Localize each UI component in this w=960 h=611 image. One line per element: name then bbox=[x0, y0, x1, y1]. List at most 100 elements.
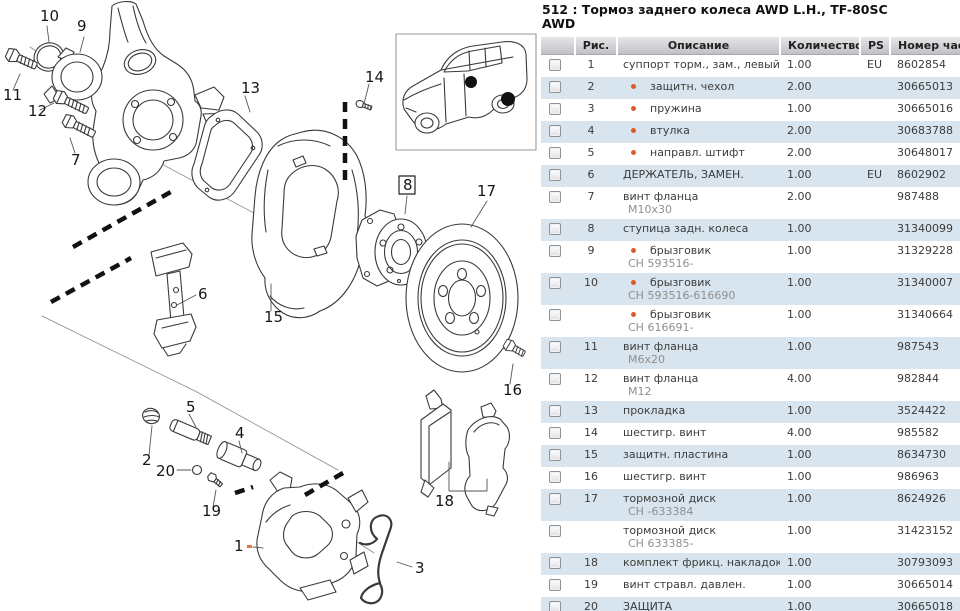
part-label-17: 17 bbox=[477, 182, 496, 200]
row-ps bbox=[860, 143, 890, 165]
location-dot bbox=[501, 92, 515, 106]
row-checkbox[interactable] bbox=[549, 244, 561, 257]
row-qty: 1.00 bbox=[787, 403, 812, 417]
row-description-sub: CH 593516-616690 bbox=[628, 288, 736, 302]
screw-part-14 bbox=[355, 99, 373, 111]
table-row: 9 брызговик CH 593516- 1.00 31329228 bbox=[541, 240, 960, 273]
gasket-part-13 bbox=[191, 109, 263, 201]
header-checkbox-col bbox=[541, 37, 575, 55]
row-checkbox[interactable] bbox=[549, 168, 561, 181]
row-checkbox[interactable] bbox=[549, 404, 561, 417]
row-ps bbox=[860, 77, 890, 99]
bleed-screw-part-19 bbox=[207, 472, 224, 488]
row-qty: 1.00 bbox=[787, 577, 812, 591]
brake-pads-part-18 bbox=[420, 389, 510, 517]
row-checkbox[interactable] bbox=[549, 308, 561, 321]
part-label-9: 9 bbox=[77, 17, 87, 35]
row-checkbox[interactable] bbox=[549, 426, 561, 439]
clamp-part-9 bbox=[43, 47, 103, 104]
table-row: 14 шестигр. винт 4.00 985582 bbox=[541, 422, 960, 445]
row-ps: EU bbox=[867, 57, 883, 71]
row-checkbox[interactable] bbox=[549, 470, 561, 483]
header-qty: Количество bbox=[779, 37, 860, 55]
row-description: защитн. пластина bbox=[623, 447, 729, 461]
row-description-sub: M12 bbox=[628, 384, 652, 398]
row-description: шестигр. винт bbox=[623, 469, 707, 483]
row-description-sub: CH 593516- bbox=[628, 256, 694, 270]
row-fig: 10 bbox=[584, 275, 598, 289]
bolt-part-11 bbox=[4, 47, 38, 70]
row-description: пружина bbox=[650, 101, 702, 115]
row-ps bbox=[860, 273, 890, 305]
part-label-19: 19 bbox=[202, 502, 221, 520]
part-label-16: 16 bbox=[503, 381, 522, 399]
part-label-8: 8 bbox=[403, 176, 413, 194]
leader-lines bbox=[12, 25, 514, 568]
row-checkbox[interactable] bbox=[549, 146, 561, 159]
row-fig bbox=[575, 305, 617, 337]
row-description: прокладка bbox=[623, 403, 686, 417]
row-checkbox[interactable] bbox=[549, 448, 561, 461]
row-description: ДЕРЖАТЕЛЬ, ЗАМЕН. bbox=[623, 167, 744, 181]
row-checkbox[interactable] bbox=[549, 222, 561, 235]
row-fig: 13 bbox=[584, 403, 598, 417]
bullet-icon bbox=[631, 149, 636, 155]
row-part: 30665016 bbox=[897, 101, 953, 115]
part-label-10: 10 bbox=[40, 7, 59, 25]
table-row: 18 комплект фрикц. накладок 1.00 3079309… bbox=[541, 552, 960, 575]
cap-part-2 bbox=[142, 407, 160, 425]
row-checkbox[interactable] bbox=[549, 524, 561, 537]
row-description: суппорт торм., зам., левый bbox=[623, 57, 780, 71]
table-header-row: Рис. Описание Количество PS Номер час bbox=[541, 37, 960, 55]
axis-dashed-lines bbox=[49, 102, 348, 497]
row-description: защитн. чехол bbox=[650, 79, 735, 93]
row-ps bbox=[860, 423, 890, 445]
row-checkbox[interactable] bbox=[549, 372, 561, 385]
table-row: 2 защитн. чехол 2.00 30665013 bbox=[541, 76, 960, 99]
row-part: 31340007 bbox=[897, 275, 953, 289]
row-qty: 1.00 bbox=[787, 221, 812, 235]
row-part: 30648017 bbox=[897, 145, 953, 159]
row-description: ступица задн. колеса bbox=[623, 221, 749, 235]
row-fig: 9 bbox=[587, 243, 595, 257]
row-checkbox[interactable] bbox=[549, 340, 561, 353]
row-qty: 2.00 bbox=[787, 123, 812, 137]
parts-table-body: 1 суппорт торм., зам., левый 1.00 EU 860… bbox=[541, 54, 960, 611]
row-qty: 1.00 bbox=[787, 491, 812, 505]
row-description-sub: CH 633385- bbox=[628, 536, 694, 550]
row-description: брызговик bbox=[650, 243, 712, 257]
row-description-sub: M10x30 bbox=[628, 202, 672, 216]
row-ps bbox=[860, 369, 890, 401]
row-checkbox[interactable] bbox=[549, 556, 561, 569]
part-label-1: 1 bbox=[234, 537, 244, 555]
header-desc: Описание bbox=[616, 37, 780, 55]
table-row: брызговик CH 616691- 1.00 31340664 bbox=[541, 304, 960, 337]
row-part: 30665018 bbox=[897, 599, 953, 611]
carrier-part-6 bbox=[150, 242, 197, 357]
row-fig: 12 bbox=[584, 371, 598, 385]
row-qty: 1.00 bbox=[787, 275, 812, 289]
row-part: 8624926 bbox=[897, 491, 946, 505]
row-checkbox[interactable] bbox=[549, 80, 561, 93]
row-ps bbox=[860, 521, 890, 553]
row-checkbox[interactable] bbox=[549, 600, 561, 611]
part-label-13: 13 bbox=[241, 79, 260, 97]
row-checkbox[interactable] bbox=[549, 190, 561, 203]
table-row: тормозной диск CH 633385- 1.00 31423152 bbox=[541, 520, 960, 553]
row-checkbox[interactable] bbox=[549, 102, 561, 115]
row-checkbox[interactable] bbox=[549, 492, 561, 505]
row-part: 31423152 bbox=[897, 523, 953, 537]
row-fig: 8 bbox=[587, 221, 595, 235]
row-checkbox[interactable] bbox=[549, 578, 561, 591]
row-part: 30683788 bbox=[897, 123, 953, 137]
part-label-11: 11 bbox=[3, 86, 22, 104]
row-description: брызговик bbox=[650, 307, 712, 321]
row-ps bbox=[860, 241, 890, 273]
row-checkbox[interactable] bbox=[549, 124, 561, 137]
hub-part-8 bbox=[355, 209, 428, 287]
row-checkbox[interactable] bbox=[549, 276, 561, 289]
parts-table: Рис. Описание Количество PS Номер час 1 … bbox=[541, 37, 960, 611]
row-checkbox[interactable] bbox=[549, 58, 561, 71]
row-description-sub: CH -633384 bbox=[628, 504, 694, 518]
